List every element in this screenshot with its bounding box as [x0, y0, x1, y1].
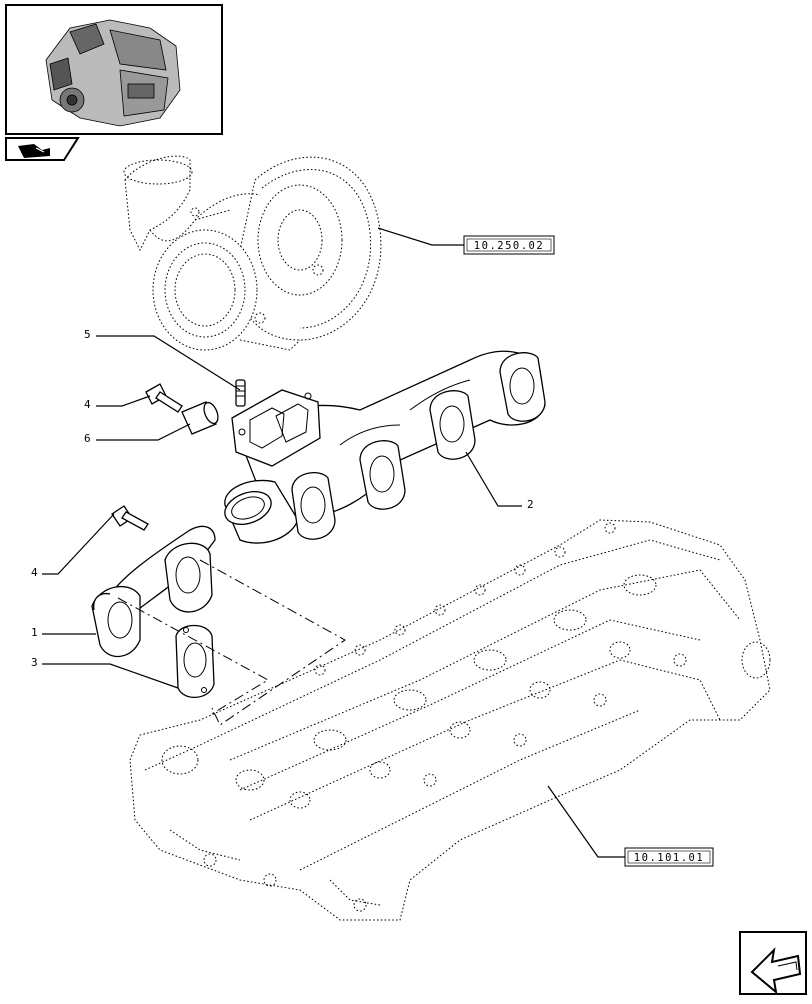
svg-text:5: 5 — [84, 328, 91, 341]
cylinder-head-leader — [547, 785, 626, 858]
stud-part[interactable] — [235, 379, 246, 407]
ref-box-cylinder-head[interactable]: 10.101.01 — [624, 847, 714, 867]
turbocharger-leader — [377, 227, 466, 246]
ref-label-turbocharger: 10.250.02 — [474, 240, 544, 252]
svg-text:6: 6 — [84, 432, 91, 445]
callout-1[interactable]: 1 — [31, 626, 96, 639]
gasket-part[interactable] — [175, 624, 215, 698]
book-arrow-icon[interactable] — [5, 137, 80, 161]
engine-thumbnail[interactable] — [5, 4, 223, 135]
cylinder-head-outline — [129, 519, 771, 921]
callout-4-upper[interactable]: 4 — [84, 395, 151, 411]
bolt-lower-part[interactable] — [111, 505, 149, 531]
svg-text:3: 3 — [31, 656, 38, 669]
alignment-lines — [117, 559, 346, 726]
callout-5[interactable]: 5 — [84, 328, 241, 391]
turbocharger-outline — [123, 155, 382, 351]
spacer-sleeve-part[interactable] — [181, 401, 221, 435]
ref-label-cylinder-head: 10.101.01 — [634, 852, 704, 864]
ref-box-turbocharger[interactable]: 10.250.02 — [463, 235, 555, 255]
callout-2[interactable]: 2 — [465, 451, 534, 511]
exhaust-manifold-rear[interactable] — [220, 350, 546, 544]
callout-6[interactable]: 6 — [84, 423, 191, 445]
svg-text:2: 2 — [527, 498, 534, 511]
svg-text:4: 4 — [31, 566, 38, 579]
next-page-arrow-icon[interactable] — [739, 931, 807, 995]
svg-text:4: 4 — [84, 398, 91, 411]
bolt-upper-part[interactable] — [145, 383, 183, 413]
svg-text:1: 1 — [31, 626, 38, 639]
callout-3[interactable]: 3 — [31, 656, 179, 689]
callout-4-lower[interactable]: 4 — [31, 513, 115, 579]
